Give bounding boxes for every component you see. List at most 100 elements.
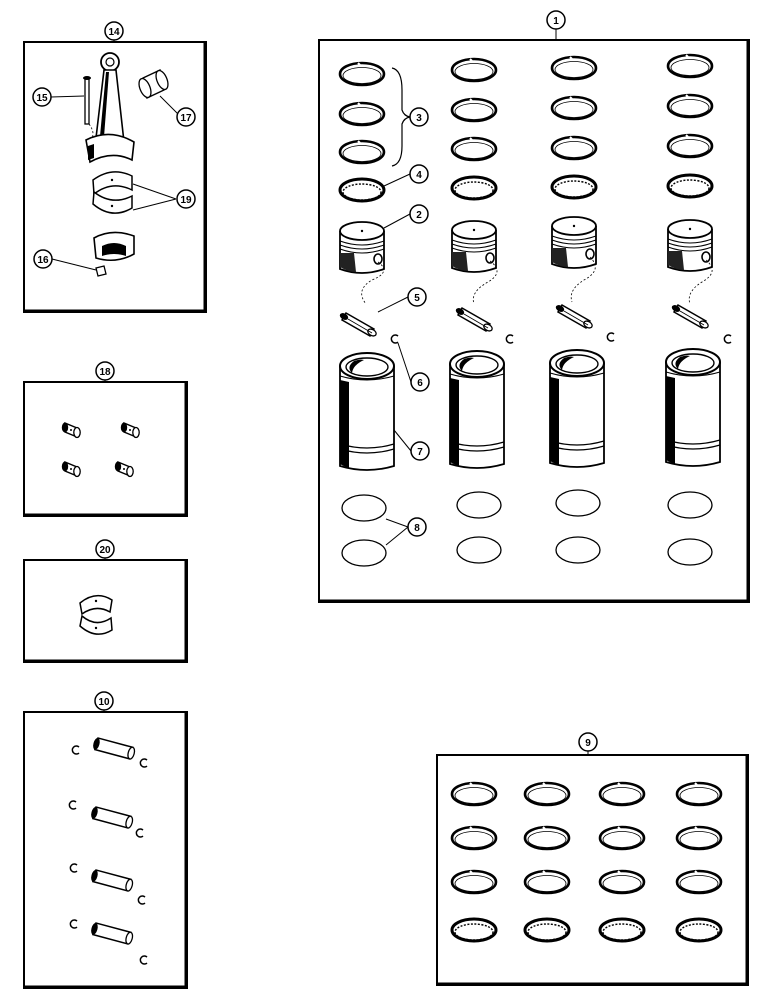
snap-ring-4a (69, 919, 78, 929)
piston-pin (337, 310, 379, 339)
piston-pin-3 (91, 869, 134, 892)
ring-set-ring (450, 869, 498, 895)
compression-ring (666, 93, 714, 119)
ring-set-ring (450, 825, 498, 851)
bearing-shells-group (23, 559, 188, 663)
piston (451, 220, 497, 273)
cylinder-sleeve (549, 349, 605, 468)
compression-ring (550, 95, 598, 121)
callout-3-label: 3 (416, 113, 422, 124)
bushing-3 (61, 460, 81, 478)
piston-pins-group (23, 711, 188, 989)
callout-7-label: 7 (417, 447, 423, 458)
ring-set-ring (450, 781, 498, 807)
callout-5-label: 5 (414, 293, 420, 304)
callout-16-label: 16 (37, 255, 49, 266)
oil-ring (666, 173, 714, 199)
callout-5: 5 (407, 287, 427, 307)
cylinder-sleeve (449, 350, 505, 469)
callout-8: 8 (407, 517, 427, 537)
sleeve-seal (456, 491, 502, 519)
callout-18-label: 18 (99, 367, 111, 378)
callout-2-label: 2 (416, 210, 422, 221)
oil-ring (450, 175, 498, 201)
piston (551, 216, 597, 269)
sleeve-seal (456, 536, 502, 564)
callout-20-label: 20 (99, 545, 111, 556)
callout-2: 2 (409, 204, 429, 224)
callout-10-label: 10 (98, 697, 110, 708)
callout-20: 20 (95, 539, 115, 560)
bearing-shell-pair (79, 594, 113, 635)
callout-17-label: 17 (180, 113, 192, 124)
callout-6-label: 6 (417, 378, 423, 389)
piston-pin (453, 305, 495, 334)
ring-set-ring (675, 825, 723, 851)
snap-ring-2b (135, 828, 144, 838)
callout-3: 3 (409, 107, 429, 127)
ring-set-ring (598, 869, 646, 895)
sleeve-seal (555, 536, 601, 564)
compression-ring (550, 55, 598, 81)
ring-set-ring (523, 825, 571, 851)
cylinder-kit-group (318, 39, 750, 603)
sleeve-seal (555, 489, 601, 517)
compression-ring (450, 97, 498, 123)
ring-set-ring (675, 869, 723, 895)
callout-9: 9 (578, 732, 598, 755)
ring-set-oil-ring (598, 917, 646, 943)
compression-ring (338, 61, 386, 87)
piston (339, 221, 385, 274)
rod-bearing-shells (92, 171, 133, 214)
ring-brace (391, 67, 411, 167)
callout-15-label: 15 (36, 93, 48, 104)
callout-4: 4 (409, 164, 429, 184)
bushing-1 (61, 421, 81, 439)
piston-pin-4 (91, 922, 134, 945)
rod-bolt (83, 76, 94, 139)
oil-ring (338, 177, 386, 203)
snap-ring-1b (139, 758, 148, 768)
compression-ring (338, 101, 386, 127)
callout-16: 16 (33, 249, 53, 269)
piston-pin-2 (91, 806, 134, 829)
ring-set-oil-ring (523, 917, 571, 943)
callout-19-label: 19 (180, 195, 192, 206)
callout-6: 6 (410, 372, 430, 392)
box-18-frame (23, 381, 188, 517)
rod-cap (93, 231, 135, 262)
snap-ring (723, 334, 732, 344)
callout-18: 18 (95, 361, 115, 382)
rod-bushing (138, 68, 169, 100)
connecting-rod (85, 52, 135, 164)
callout-8-label: 8 (414, 523, 420, 534)
piston (667, 219, 713, 272)
cylinder-sleeve (665, 348, 721, 467)
box-20-frame (23, 559, 188, 663)
snap-ring-2a (68, 800, 77, 810)
snap-ring-3b (137, 895, 146, 905)
callout-10: 10 (94, 691, 114, 712)
ring-set-oil-ring (675, 917, 723, 943)
connecting-rod-group (23, 41, 207, 313)
callout-4-label: 4 (416, 170, 422, 181)
snap-ring (606, 332, 615, 342)
piston-pin (669, 302, 711, 331)
snap-ring (505, 334, 514, 344)
piston-pin-1 (93, 737, 136, 760)
compression-ring (338, 139, 386, 165)
callout-19: 19 (176, 189, 196, 209)
callout-1: 1 (546, 10, 566, 40)
ring-set-ring (523, 869, 571, 895)
oil-ring (550, 174, 598, 200)
column-1 (337, 61, 399, 567)
bushings-group (23, 381, 188, 517)
ring-set-ring (675, 781, 723, 807)
column-3 (549, 55, 615, 564)
compression-ring (450, 136, 498, 162)
compression-ring (666, 53, 714, 79)
snap-ring-4b (139, 955, 148, 965)
snap-ring (390, 334, 399, 344)
column-4 (665, 53, 732, 566)
